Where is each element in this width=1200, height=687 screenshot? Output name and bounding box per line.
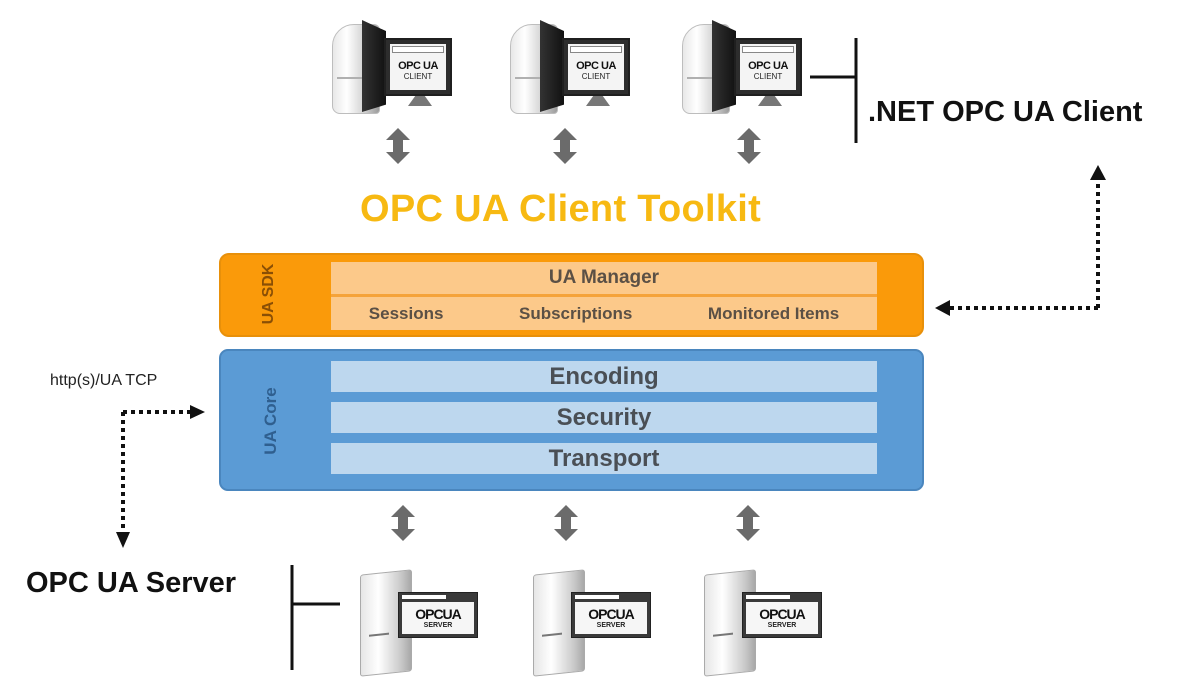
monitor-stand [408,96,432,106]
client-badge-line1: OPC UA [398,59,438,72]
server-1: OPCUA SERVER [360,562,480,677]
server-badge: OPCUA SERVER [742,592,822,638]
dotted-arrow-sdk-to-client [935,165,1106,316]
core-layer-encoding: Encoding [331,361,877,392]
sdk-component-monitored-items: Monitored Items [707,303,840,323]
tower-door [712,20,736,112]
toolkit-title: OPC UA Client Toolkit [360,188,762,230]
updown-arrow-icon [386,128,410,164]
window-bar [575,595,619,599]
sdk-components: Sessions Subscriptions Monitored Items [331,297,877,330]
server-badge-line1: OPCUA [415,605,462,622]
core-layer-transport: Transport [331,443,877,474]
client-badge-line2: CLIENT [581,71,611,81]
window-bar [392,46,444,53]
ua-sdk-box: UA SDK UA Manager Sessions Subscriptions… [219,253,924,337]
sdk-component-sessions: Sessions [368,303,444,323]
client-badge-line1: OPC UA [748,59,788,72]
monitor-icon: OPC UA CLIENT [384,38,452,96]
window-bar [746,595,790,599]
server-badge-line1: OPCUA [759,605,806,622]
client-bracket [810,38,858,143]
client-badge-line2: CLIENT [403,71,433,81]
ua-core-box: UA Core Encoding Security Transport [219,349,924,491]
server-badge-line2: SERVER [423,621,453,629]
server-badge-line1: OPCUA [588,605,635,622]
client-badge-line1: OPC UA [576,59,616,72]
updown-arrow-icon [736,505,760,541]
monitor-icon: OPC UA CLIENT [734,38,802,96]
server-badge-line2: SERVER [767,621,797,629]
opc-ua-server-label: OPC UA Server [26,567,237,599]
window-bar [570,46,622,53]
sdk-component-subscriptions: Subscriptions [519,303,633,323]
protocol-label: http(s)/UA TCP [50,372,158,389]
updown-arrow-icon [391,505,415,541]
server-2: OPCUA SERVER [533,562,653,677]
net-client-label: .NET OPC UA Client [868,96,1143,128]
client-computer-3: OPC UA CLIENT [682,14,802,114]
monitor-stand [758,96,782,106]
tower-door [362,20,386,112]
window-bar [742,46,794,53]
dotted-arrow-core-to-server [116,405,205,548]
monitor-icon: OPC UA CLIENT [562,38,630,96]
server-bracket [290,565,340,670]
updown-arrow-icon [553,128,577,164]
updown-arrow-icon [737,128,761,164]
window-bar [402,595,446,599]
client-computer-2: OPC UA CLIENT [510,14,630,114]
ua-manager: UA Manager [331,262,877,297]
server-3: OPCUA SERVER [704,562,824,677]
client-computer-1: OPC UA CLIENT [332,14,452,114]
sdk-inner-panel: UA Manager Sessions Subscriptions Monito… [331,262,877,330]
server-badge: OPCUA SERVER [398,592,478,638]
server-badge: OPCUA SERVER [571,592,651,638]
tower-door [540,20,564,112]
core-layer-security: Security [331,402,877,433]
monitor-stand [586,96,610,106]
server-badge-line2: SERVER [596,621,626,629]
client-badge-line2: CLIENT [753,71,783,81]
updown-arrow-icon [554,505,578,541]
